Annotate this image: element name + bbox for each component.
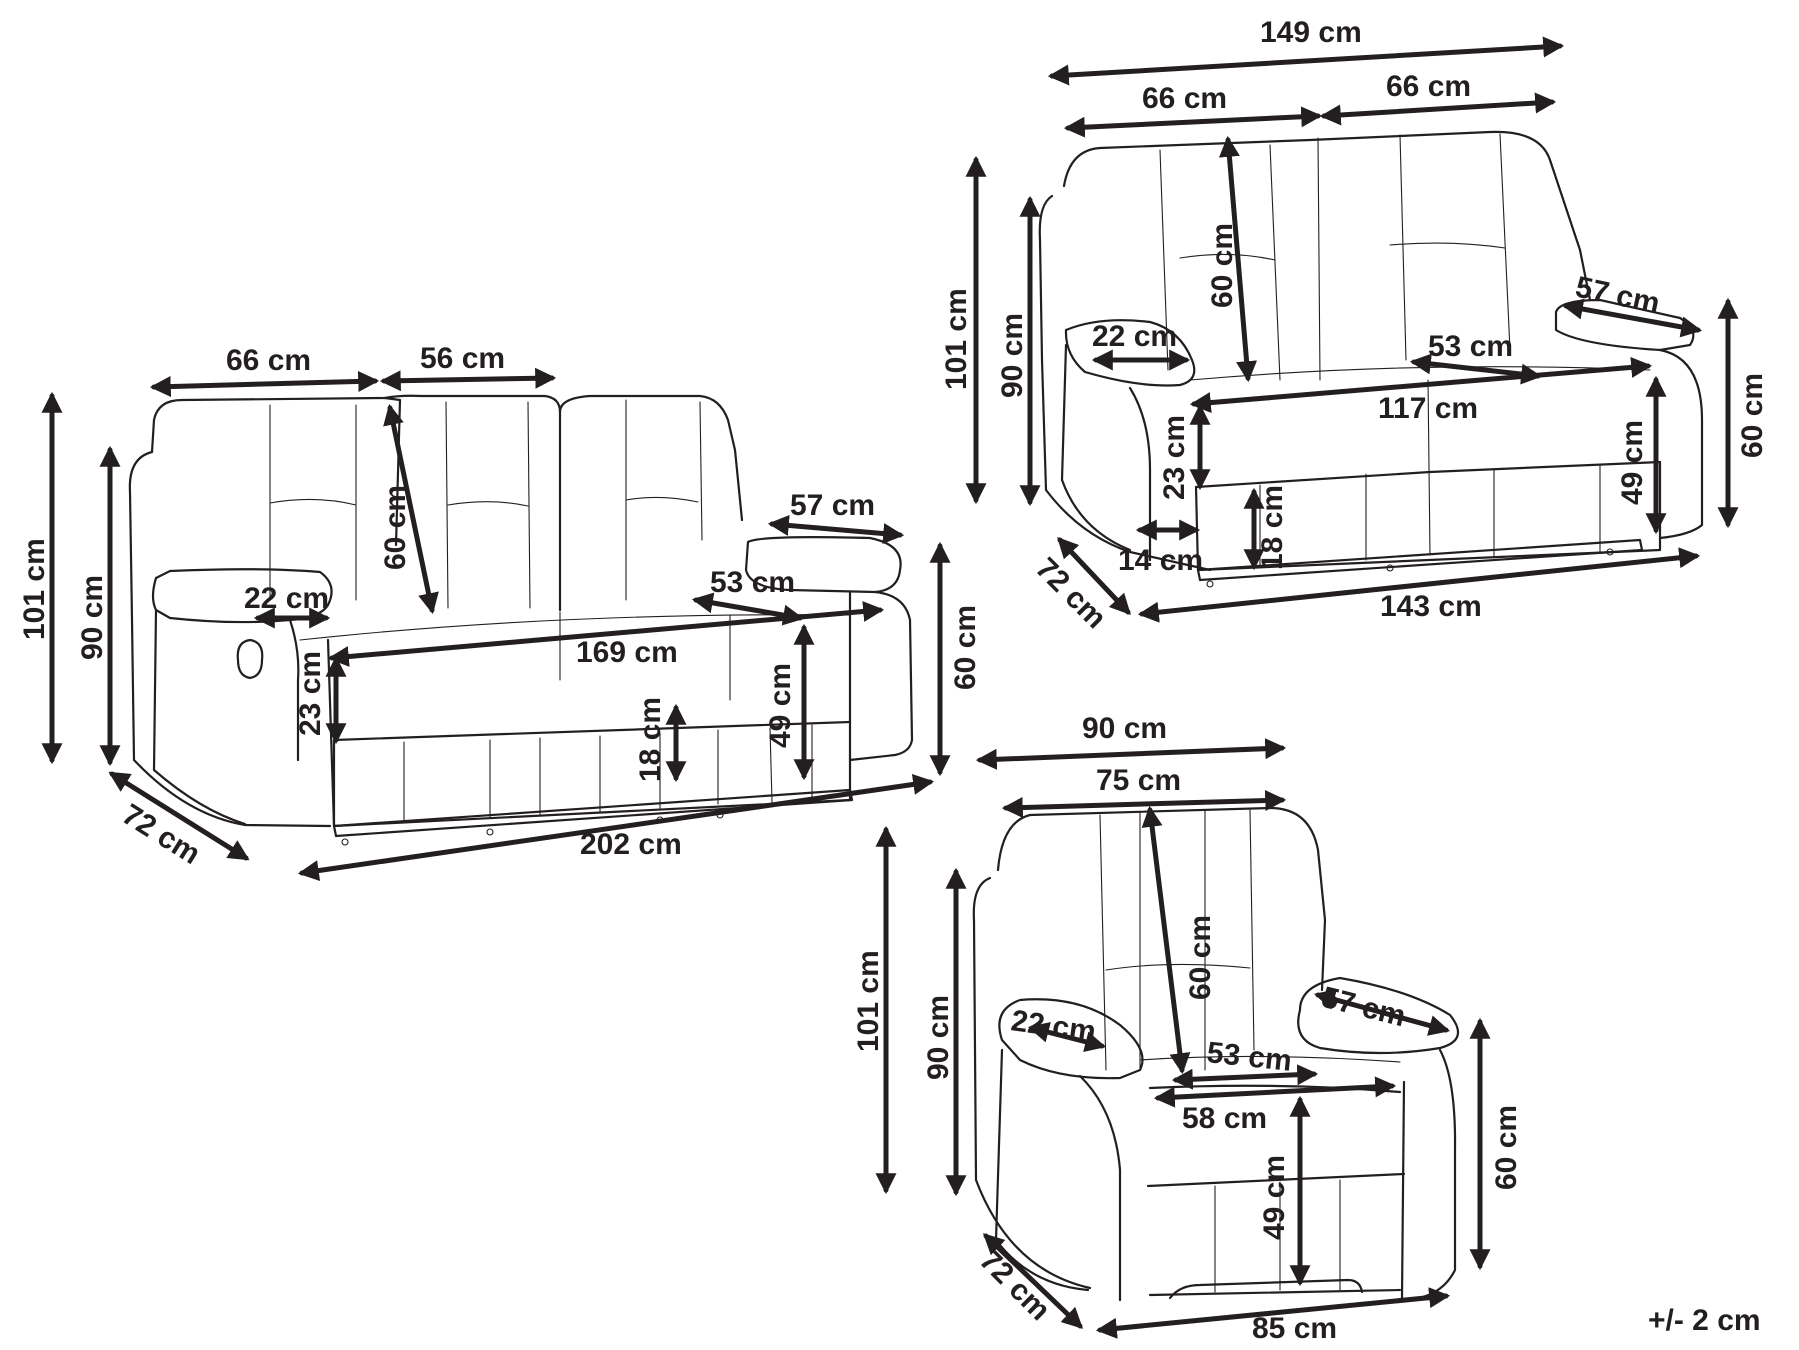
chair-total-width-top-arrow — [975, 738, 1287, 770]
chair-back-height-arrow — [1141, 805, 1191, 1075]
sofa3-back-height-arrow — [383, 403, 439, 615]
sofa2-leg-width-label: 14 cm — [1118, 544, 1203, 577]
sofa2-seat-depth-arrow — [1409, 353, 1543, 385]
sofa2-armrest-width-label: 22 cm — [1092, 320, 1177, 353]
sofa3-seat-width-outer-arrow — [149, 370, 380, 398]
chair-total-height-label: 101 cm — [852, 950, 885, 1052]
sofa2-seat-height-label: 49 cm — [1616, 420, 1649, 505]
chair-seat-height-label: 49 cm — [1258, 1155, 1291, 1240]
chair-seat-depth-label: 53 cm — [1205, 1036, 1293, 1078]
sofa3-armrest-width-label: 22 cm — [244, 582, 329, 615]
sofa2-seat-width-left-arrow — [1063, 106, 1323, 138]
sofa2-back-height-label: 60 cm — [1206, 223, 1239, 308]
sofa3-depth-label: 72 cm — [116, 798, 206, 871]
sofa2-depth-arrow — [1057, 536, 1131, 616]
chair-armrest-depth-arrow — [1313, 989, 1451, 1036]
sofa2-total-height-label: 101 cm — [940, 288, 973, 390]
armchair: 90 cm 75 cm 60 cm 101 cm 90 cm 22 cm 57 … — [852, 712, 1523, 1345]
chair-back-width-arrow — [1001, 789, 1287, 819]
sofa2-width-label: 143 cm — [1380, 590, 1482, 623]
sofa3-seat-width-total-label: 169 cm — [576, 636, 678, 669]
sofa3-back-height-label: 60 cm — [379, 485, 412, 570]
sofa2-seat-width-total-arrow — [1189, 356, 1653, 414]
sofa3-back-height-front-label: 90 cm — [76, 575, 109, 660]
sofa2-seat-width-left-label: 66 cm — [1142, 82, 1227, 115]
sofa2-arm-height-label: 60 cm — [1736, 373, 1769, 458]
sofa3-seat-depth-label: 53 cm — [710, 566, 795, 599]
sofa2-back-height-arrow — [1218, 135, 1258, 383]
sofa2-seat-width-right-label: 66 cm — [1386, 70, 1471, 103]
chair-armrest-width-arrow — [1027, 1022, 1107, 1052]
chair-armrest-depth-label: 57 cm — [1318, 981, 1409, 1034]
sofa2-seat-depth-label: 53 cm — [1428, 330, 1513, 363]
sofa3-seat-height-label: 49 cm — [764, 663, 797, 748]
chair-armrest-width-label: 22 cm — [1009, 1004, 1098, 1049]
sofa3-seat-width-outer-label: 66 cm — [226, 344, 311, 377]
sofa2-total-width-top-arrow — [1047, 36, 1565, 86]
sofa3-seat-width-total-arrow — [327, 601, 885, 667]
sofa3-width-arrow — [297, 774, 935, 881]
sofa2-seat-thickness-label: 23 cm — [1158, 415, 1191, 500]
sofa3-armrest-depth-arrow — [767, 514, 905, 545]
sofa2-back-height-front-label: 90 cm — [996, 313, 1029, 398]
sofa3-armrest-depth-label: 57 cm — [790, 489, 875, 522]
sofa2-armrest-depth-arrow — [1561, 298, 1703, 338]
chair-back-width-label: 75 cm — [1096, 764, 1181, 797]
chair-arm-height-label: 60 cm — [1490, 1105, 1523, 1190]
sofa3-seat-width-middle-label: 56 cm — [420, 342, 505, 375]
sofa2-seat-width-right-arrow — [1319, 92, 1557, 126]
sofa2-depth-label: 72 cm — [1029, 552, 1112, 635]
sofa3-footrest-height-label: 18 cm — [634, 697, 667, 782]
sofa3-total-height-label: 101 cm — [18, 538, 51, 640]
chair-back-height-front-label: 90 cm — [922, 995, 955, 1080]
chair-total-width-top-label: 90 cm — [1082, 712, 1167, 745]
sofa3-seat-width-middle-arrow — [379, 367, 557, 392]
sofa3-drawing — [128, 394, 914, 846]
sofa2-total-width-top-label: 149 cm — [1260, 16, 1362, 49]
chair-seat-width-arrow — [1153, 1076, 1397, 1108]
chair-depth-arrow — [982, 1233, 1084, 1329]
tolerance-note: +/- 2 cm — [1648, 1304, 1761, 1337]
chair-seat-depth-arrow — [1171, 1064, 1319, 1090]
sofa3-width-label: 202 cm — [580, 828, 682, 861]
sofa2-footrest-height-label: 18 cm — [1256, 485, 1289, 570]
two-seater-sofa: 149 cm 66 cm 66 cm 60 cm 101 cm 90 cm 57… — [940, 16, 1769, 635]
sofa3-depth-arrow — [108, 771, 250, 861]
chair-back-height-label: 60 cm — [1184, 915, 1217, 1000]
three-seater-sofa: 66 cm 56 cm 60 cm 57 cm 22 cm 53 cm 169 … — [18, 342, 982, 881]
chair-depth-label: 72 cm — [973, 1244, 1056, 1327]
chair-width-arrow — [1095, 1287, 1451, 1339]
chair-width-label: 85 cm — [1252, 1312, 1337, 1345]
sofa3-seat-thickness-label: 23 cm — [294, 651, 327, 736]
sofa3-arm-height-label: 60 cm — [949, 605, 982, 690]
sofa2-seat-width-total-label: 117 cm — [1378, 392, 1478, 425]
chair-seat-width-label: 58 cm — [1182, 1102, 1267, 1135]
sofa2-width-arrow — [1137, 547, 1701, 623]
